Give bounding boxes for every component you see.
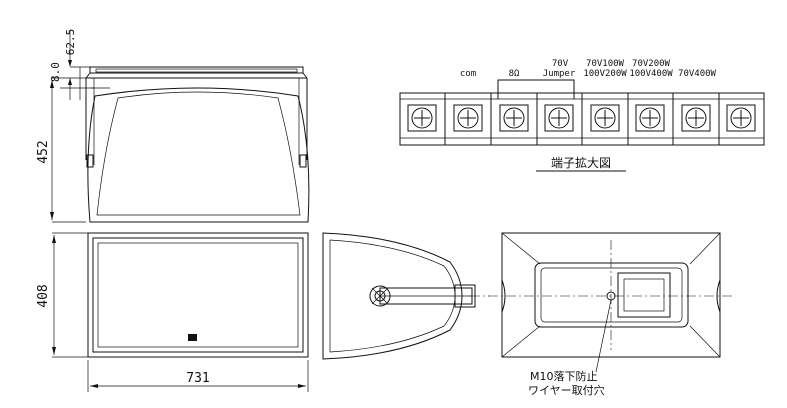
front-view <box>87 232 309 358</box>
dim-62-5: 62.5 <box>64 29 77 56</box>
dim-452: 452 <box>36 140 51 163</box>
label-70v400w: 70V400W <box>678 69 717 79</box>
terminal-strip <box>399 79 765 172</box>
profile-view <box>322 232 490 360</box>
dim-408: 408 <box>36 284 51 307</box>
label-70v: 70V <box>552 59 569 69</box>
callout-line1: M10落下防止 <box>530 369 598 383</box>
label-com: com <box>460 69 476 79</box>
label-70v100w: 70V100W <box>586 59 625 69</box>
side-dimensions <box>50 30 95 223</box>
dim-8-0: 8.0 <box>49 62 62 82</box>
side-view <box>85 66 310 223</box>
label-8ohm: 8Ω <box>509 69 520 79</box>
terminal-caption: 端子拡大図 <box>551 156 611 170</box>
callout-line2: ワイヤー取付穴 <box>528 383 605 397</box>
terminal-screws <box>407 104 756 132</box>
label-100v200w: 100V200W <box>583 69 627 79</box>
dim-731: 731 <box>186 371 209 386</box>
label-100v400w: 100V400W <box>629 69 673 79</box>
top-view <box>488 232 735 373</box>
label-jumper: Jumper <box>543 69 576 79</box>
front-dimensions <box>52 232 309 392</box>
label-70v200w: 70V200W <box>632 59 671 69</box>
